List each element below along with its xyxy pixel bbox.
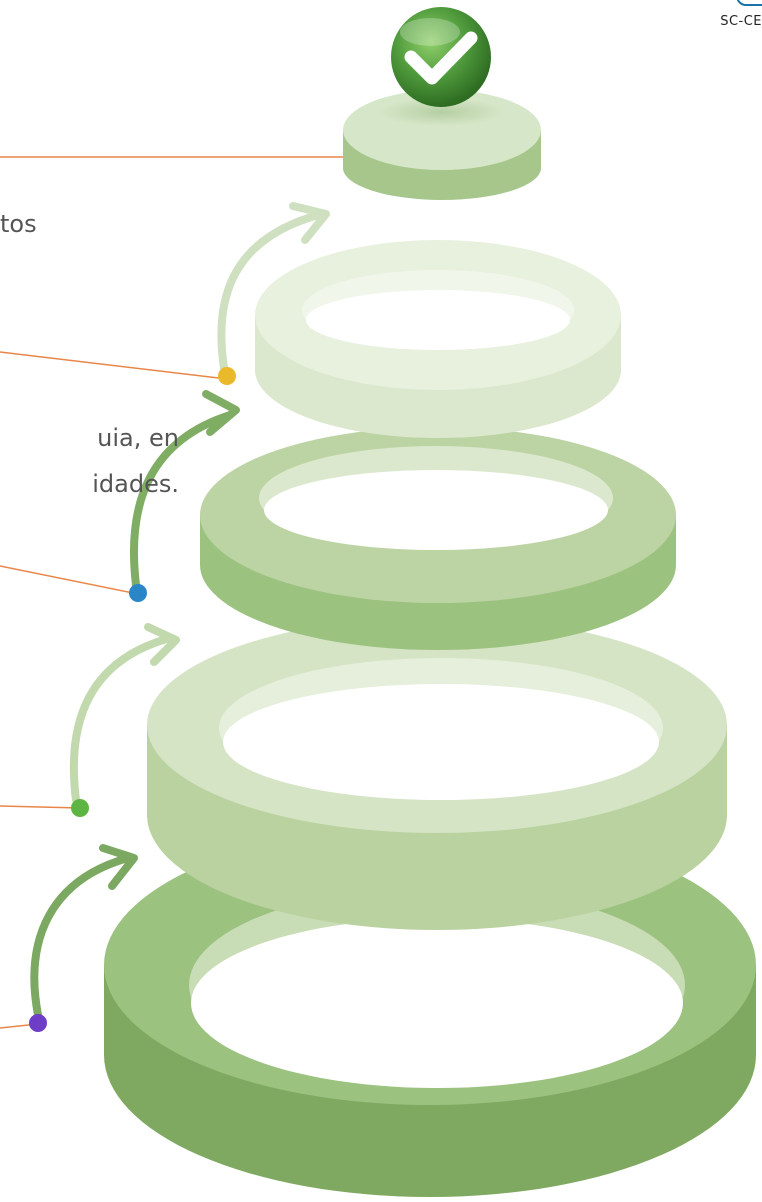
connector-line-4	[0, 806, 80, 808]
text-fragment-3: idades.	[92, 470, 179, 498]
dot-green	[71, 799, 89, 817]
dot-purple	[29, 1014, 47, 1032]
tier-ring-3	[200, 427, 676, 650]
dot-blue	[129, 584, 147, 602]
connector-line-3	[0, 566, 138, 594]
text-fragment-1: tos	[0, 210, 37, 238]
dot-yellow	[218, 367, 236, 385]
logo-text: SC-CE	[720, 14, 762, 29]
check-badge	[391, 7, 491, 107]
connector-line-2	[0, 352, 227, 379]
tier-ring-4	[147, 617, 727, 930]
tier-ring-2	[255, 240, 621, 438]
text-fragment-2: uia, en	[97, 424, 179, 452]
